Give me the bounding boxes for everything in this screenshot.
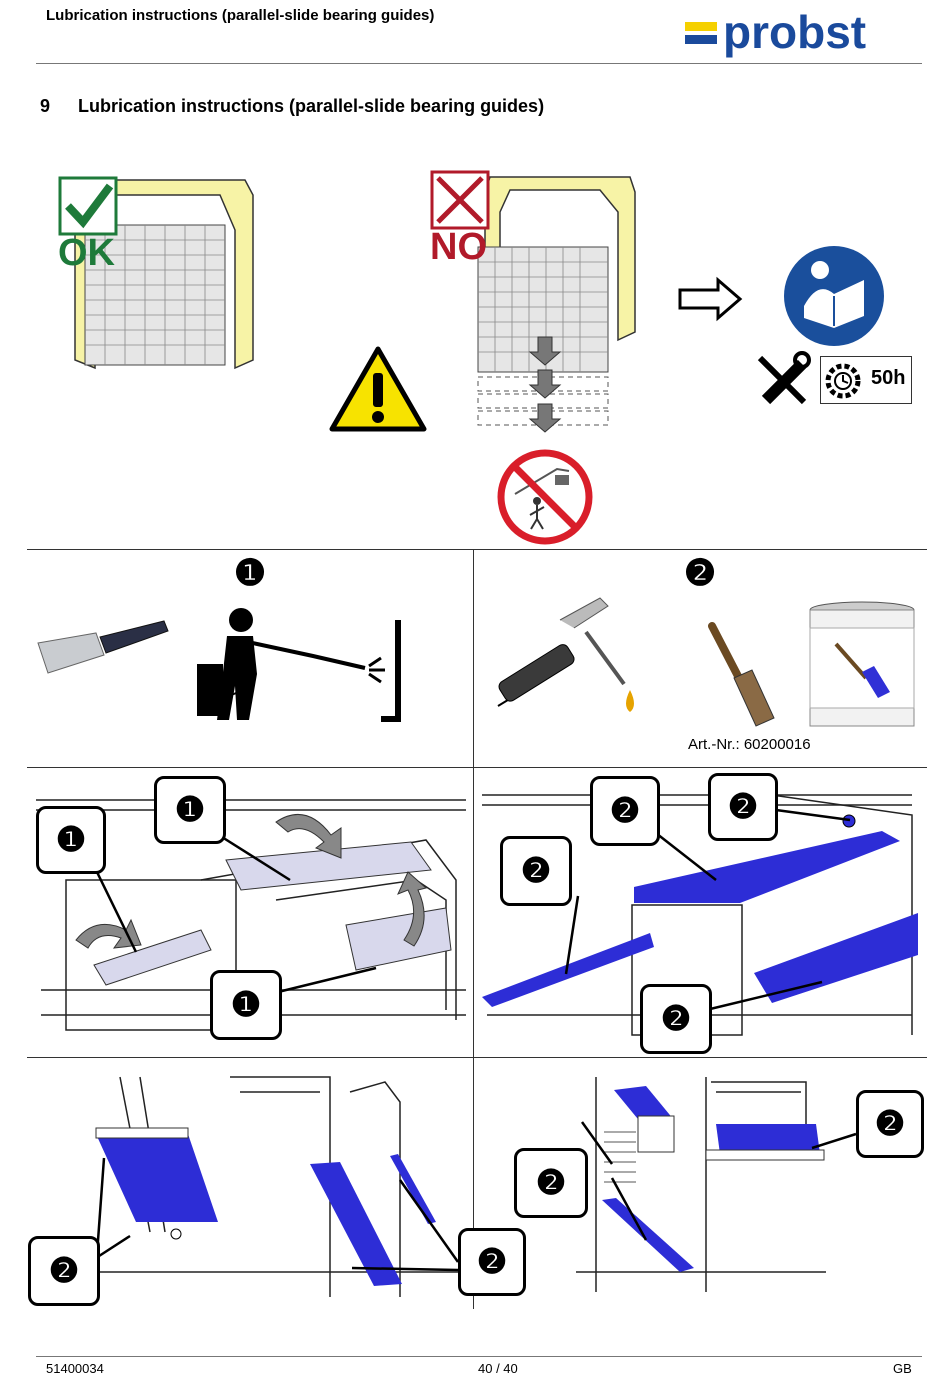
service-interval-box: 50h [820,356,912,404]
callout-1a-number: ❶ [55,821,87,859]
header-title: Lubrication instructions (parallel-slide… [46,7,435,24]
grease-tin-icon [809,601,915,727]
step-1-number: ❶ [233,552,267,593]
brush-icon [708,622,775,727]
grease-gun-icon [497,597,634,712]
probst-logo: probst [685,6,917,62]
callout-2c: ❷ [708,773,778,841]
table-divider [473,549,474,1309]
lower-guide-right-illustration [576,1077,826,1292]
callout-2e: ❷ [28,1236,100,1306]
callout-1a: ❶ [36,806,106,874]
callout-2f: ❷ [458,1228,526,1296]
guide-greasing-illustration [482,794,918,1036]
section-heading: 9 Lubrication instructions (parallel-slid… [40,96,544,117]
gear-clock-icon [825,363,861,399]
footer-rule [36,1356,922,1357]
read-manual-icon [784,246,884,346]
pressure-washer-icon [197,608,401,722]
callout-1b: ❶ [154,776,226,844]
no-standing-under-load-icon [497,449,593,545]
callout-1c: ❶ [210,970,282,1040]
section-title: Lubrication instructions (parallel-slide… [78,96,545,116]
callout-2d: ❷ [640,984,712,1054]
callout-2g-number: ❷ [535,1164,567,1202]
callout-2b-number: ❷ [609,792,641,830]
callout-2d-number: ❷ [660,1000,692,1038]
footer-page: 40 / 40 [478,1361,518,1376]
callout-1c-number: ❶ [230,986,262,1024]
section-number: 9 [40,96,51,116]
callout-2f-number: ❷ [476,1243,508,1281]
ok-check-icon [58,176,118,236]
tools-icon [757,351,811,405]
table-rule-3 [27,1057,927,1058]
arrow-right-icon [678,276,743,322]
callout-2a-number: ❷ [520,852,552,890]
callout-2e-number: ❷ [48,1252,80,1290]
table-rule-1 [27,549,927,550]
callout-2c-number: ❷ [727,788,759,826]
ok-gripper-illustration [74,179,254,370]
article-number: Art.-Nr.: 60200016 [688,736,811,753]
callout-2g: ❷ [514,1148,588,1218]
service-interval-text: 50h [871,367,906,389]
header-rule [36,63,922,64]
no-gripper-illustration [477,176,636,433]
callout-2h-number: ❷ [874,1105,906,1143]
callout-2b: ❷ [590,776,660,846]
callout-1b-number: ❶ [174,791,206,829]
ok-label: OK [58,232,115,274]
footer-lang: GB [893,1361,912,1376]
logo-text: probst [723,6,866,58]
warning-icon [329,346,427,432]
no-cross-icon [430,170,490,230]
step-2-number: ❷ [683,552,717,593]
table-rule-2 [27,767,927,768]
no-label: NO [430,226,487,268]
callout-2a: ❷ [500,836,572,906]
scraper-icon [37,620,169,674]
footer-doc-number: 51400034 [46,1361,104,1376]
callout-2h: ❷ [856,1090,924,1158]
lower-guide-left-illustration [40,1076,470,1297]
